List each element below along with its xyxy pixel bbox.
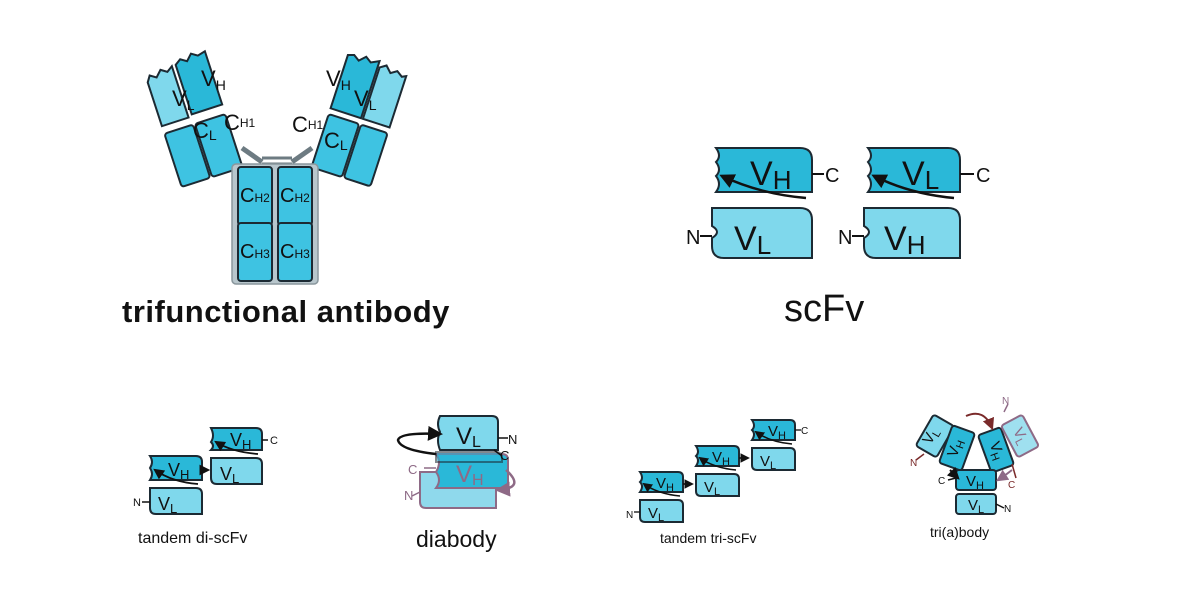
- scfv-vl-vh: VL VH C N: [838, 147, 990, 260]
- triabody: N N C C N VL VH VH VL VH VL: [910, 396, 1039, 516]
- tdi-vh1-label: VH: [168, 460, 189, 482]
- right-vl-domain: [361, 64, 408, 129]
- left-ch1-label: CH1: [224, 110, 256, 135]
- tdi-c-terminus: C: [270, 435, 278, 447]
- ttri-c-terminus: C: [801, 426, 808, 437]
- scfv1-n-terminus: N: [686, 227, 700, 249]
- left-vl-domain: [146, 64, 190, 128]
- right-vh-domain: [329, 53, 382, 120]
- tria-vl-bottom-label: VL: [968, 497, 984, 516]
- left-cl-label: CL: [193, 118, 217, 143]
- scfv2-vl-domain: [866, 147, 961, 193]
- tdi-vl2-label: VL: [220, 464, 239, 486]
- left-ch3-domain: [237, 222, 273, 282]
- right-ch1-label: CH1: [292, 112, 324, 137]
- caption-tandem-di-scfv: tandem di-scFv: [138, 530, 248, 547]
- tandem-tri-scfv: C VH VL VH VL N VH VL: [626, 419, 808, 524]
- ttri-vh1-label: VH: [656, 475, 674, 494]
- right-cl-label: CL: [324, 128, 348, 153]
- ttri-vl3-domain: [751, 447, 796, 471]
- diabody-n-terminus-front: N: [508, 432, 517, 447]
- tandem-di-scfv: C VH VL N VH VL: [133, 427, 278, 516]
- tdi-n-terminus: N: [133, 497, 141, 509]
- right-cl-domain: [343, 124, 388, 187]
- caption-diabody: diabody: [416, 526, 497, 552]
- ttri-vl2-label: VL: [704, 479, 720, 498]
- right-fab-arm: [311, 53, 408, 187]
- ttri-vl1-domain: [639, 499, 684, 523]
- diabody-vh-back-label: VH: [456, 461, 484, 489]
- tria-c-terminus-right: C: [1008, 480, 1015, 491]
- scfv2-linker-arrow: [871, 174, 955, 200]
- trifunctional-antibody: VL VH CL CH1 VH VL CH1 CL CH2 CH2 CH3 CH…: [146, 49, 408, 285]
- diabody-vl-front-label: VL: [456, 423, 481, 451]
- left-fab-arm: [146, 49, 243, 188]
- right-vh-label: VH: [326, 66, 351, 93]
- diabody: N C VH N C VL: [396, 415, 517, 509]
- scfv1-vl-domain: [711, 207, 813, 259]
- ttri-n-terminus: N: [626, 510, 633, 521]
- scfv-vh-vl: VH VL C N: [686, 147, 839, 260]
- diabody-n-terminus-back: N: [404, 488, 413, 503]
- right-ch1-domain: [311, 113, 360, 178]
- right-vl-label: VL: [354, 86, 377, 113]
- ttri-vl3-label: VL: [760, 453, 776, 472]
- left-cl-domain: [164, 124, 211, 188]
- left-ch2-label: CH2: [240, 185, 270, 207]
- ttri-vh2-label: VH: [712, 449, 730, 468]
- diabody-vl-front-domain: [437, 415, 499, 451]
- scfv1-c-terminus: C: [825, 165, 839, 187]
- scfv1-vh-label: VH: [750, 155, 791, 195]
- right-ch3-domain: [277, 222, 313, 282]
- caption-trifunctional-antibody: trifunctional antibody: [122, 294, 450, 329]
- tdi-vl1-domain: [149, 487, 203, 515]
- ttri-vh3-label: VH: [768, 423, 786, 442]
- scfv2-vl-label: VL: [902, 155, 939, 195]
- tria-vh-bottom-domain: [955, 469, 997, 491]
- ttri-vl1-label: VL: [648, 505, 664, 524]
- right-ch2-label: CH2: [280, 185, 310, 207]
- scfv-pair: VH VL C N VL VH C N: [686, 147, 990, 260]
- tria-n-terminus-bottom: N: [1004, 504, 1011, 515]
- scfv2-vh-label: VH: [884, 220, 925, 260]
- tdi-vl2-domain: [210, 457, 263, 485]
- tria-n-terminus-top: N: [1002, 396, 1009, 407]
- caption-tandem-tri-scfv: tandem tri-scFv: [660, 530, 757, 546]
- scfv1-vl-label: VL: [734, 220, 771, 260]
- tria-c-terminus-bottom: C: [938, 476, 945, 487]
- diabody-c-terminus-back: C: [408, 462, 417, 477]
- left-vl-label: VL: [172, 86, 195, 113]
- tria-vl-right-domain: [1001, 414, 1039, 458]
- tria-vh-right-domain: [977, 426, 1015, 474]
- left-vh-domain: [174, 49, 224, 116]
- diabody-vh-front-domain: [435, 451, 503, 463]
- tria-n-terminus-left: N: [910, 458, 917, 469]
- ttri-vl2-domain: [695, 473, 740, 497]
- left-vh-label: VH: [201, 66, 226, 93]
- tdi-vh2-label: VH: [230, 430, 251, 452]
- tdi-vl1-label: VL: [158, 494, 177, 516]
- caption-scfv: scFv: [784, 288, 865, 330]
- hinge: [240, 145, 314, 166]
- scfv2-n-terminus: N: [838, 227, 852, 249]
- left-ch3-label: CH3: [240, 241, 270, 263]
- scfv2-c-terminus: C: [976, 165, 990, 187]
- scfv2-vh-domain: [863, 207, 961, 259]
- caption-triabody: tri(a)body: [930, 524, 990, 540]
- diabody-c-terminus-front: C: [500, 448, 509, 463]
- scfv1-linker-arrow: [719, 174, 807, 200]
- tria-vh-left-domain: [938, 424, 976, 472]
- scfv1-vh-domain: [714, 147, 813, 193]
- tria-vh-left-label: VH: [944, 437, 968, 460]
- left-ch1-domain: [194, 113, 243, 178]
- tria-vh-bottom-label: VH: [966, 473, 984, 492]
- right-ch3-label: CH3: [280, 241, 310, 263]
